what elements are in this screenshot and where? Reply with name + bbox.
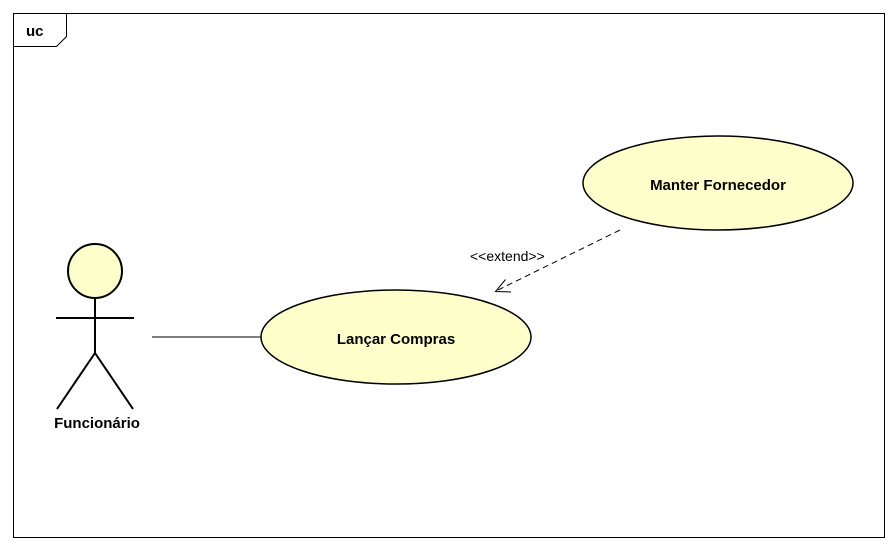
use-case-lancar-compras[interactable]: Lançar Compras [260, 289, 532, 385]
frame-tab [13, 13, 67, 47]
diagram-frame [13, 13, 885, 538]
extend-arrowhead [494, 279, 512, 293]
actor-head [67, 243, 123, 299]
use-case-lancar-compras-ellipse [260, 289, 532, 385]
use-case-lancar-compras-label: Lançar Compras [337, 331, 455, 348]
extend-stereotype-label: <<extend>> [470, 248, 545, 264]
actor-funcionario-label: Funcionário [54, 415, 140, 432]
frame-label: uc [26, 23, 44, 40]
use-case-manter-fornecedor-ellipse [582, 135, 854, 231]
actor-right-leg [94, 352, 134, 410]
use-case-manter-fornecedor[interactable]: Manter Fornecedor [582, 135, 854, 231]
use-case-manter-fornecedor-label: Manter Fornecedor [650, 177, 786, 194]
actor-funcionario[interactable]: Funcionário [54, 243, 140, 432]
extend-dependency-line[interactable] [495, 229, 621, 292]
actor-left-leg [56, 352, 96, 410]
